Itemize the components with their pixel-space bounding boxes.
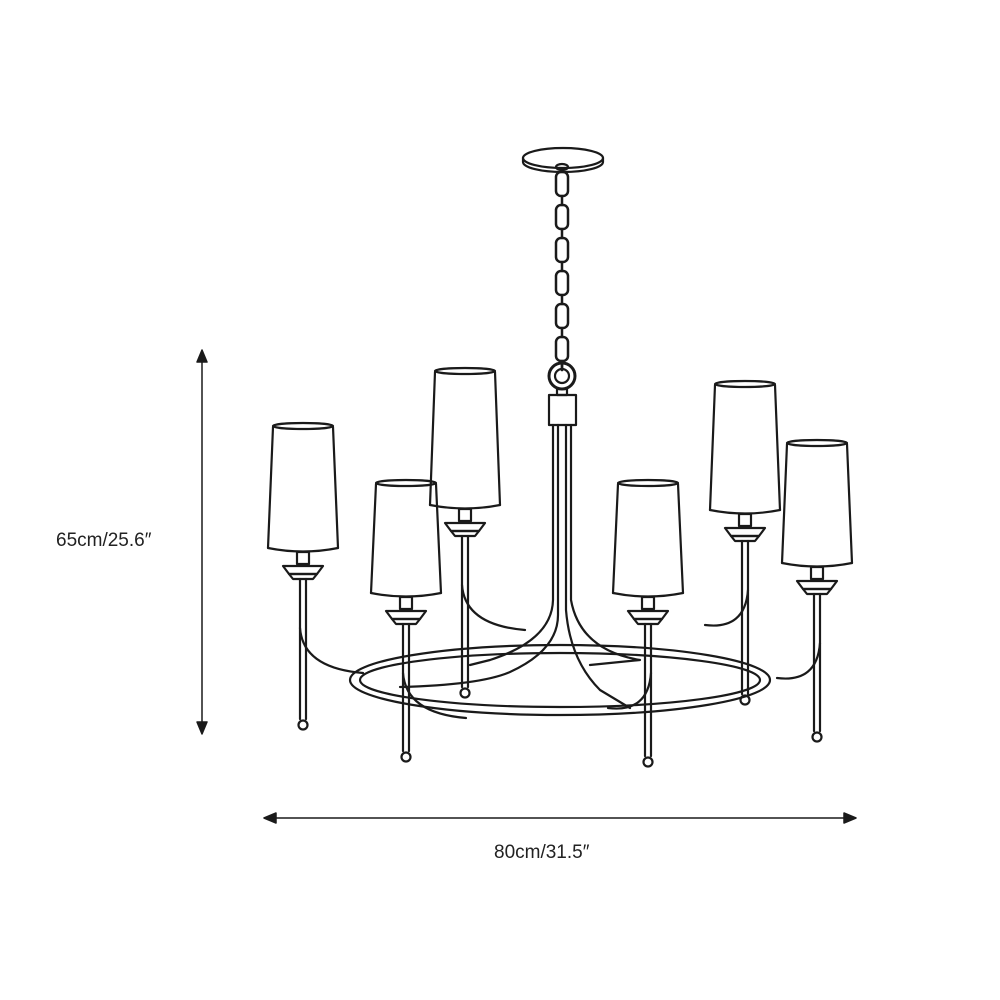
- lamp-arm: [703, 379, 782, 706]
- chain-link: [554, 269, 570, 297]
- candle-cup: [626, 609, 670, 621]
- finial-ball: [297, 719, 309, 731]
- lamp-shade: [369, 482, 443, 595]
- width-label: 80cm/31.5″: [494, 842, 590, 863]
- lamp-shade: [611, 482, 685, 595]
- width-dimension-arrow: [263, 812, 857, 824]
- center-stems: [398, 423, 642, 710]
- height-label: 65cm/25.6″: [56, 530, 152, 551]
- candle-cup: [384, 609, 428, 621]
- finial-ball: [642, 756, 654, 768]
- chain: [554, 170, 570, 372]
- height-dimension-arrow: [196, 349, 208, 735]
- chain-link: [554, 203, 570, 231]
- candle-cup: [281, 564, 325, 576]
- chain-link: [554, 302, 570, 330]
- lamp-shade: [708, 383, 782, 512]
- finial-ball: [400, 751, 412, 763]
- candle-cup: [723, 526, 767, 538]
- ceiling-canopy: [521, 146, 605, 174]
- lamp-arm: [266, 421, 365, 731]
- hanging-loop: [547, 361, 578, 427]
- candle-cup: [443, 521, 487, 533]
- finial-ball: [739, 694, 751, 706]
- chain-link: [554, 170, 570, 198]
- lamp-shade: [266, 425, 340, 550]
- ring-frame: [348, 643, 772, 717]
- lamp-arm: [606, 478, 685, 768]
- lamp-arm: [369, 478, 468, 763]
- lamp-shade: [780, 442, 854, 565]
- chain-link: [554, 236, 570, 264]
- lamp-shade: [428, 370, 502, 507]
- finial-ball: [811, 731, 823, 743]
- lamp-arm: [428, 366, 527, 699]
- candle-cup: [795, 579, 839, 591]
- chain-link: [554, 335, 570, 363]
- lamp-arm: [775, 438, 854, 743]
- finial-ball: [459, 687, 471, 699]
